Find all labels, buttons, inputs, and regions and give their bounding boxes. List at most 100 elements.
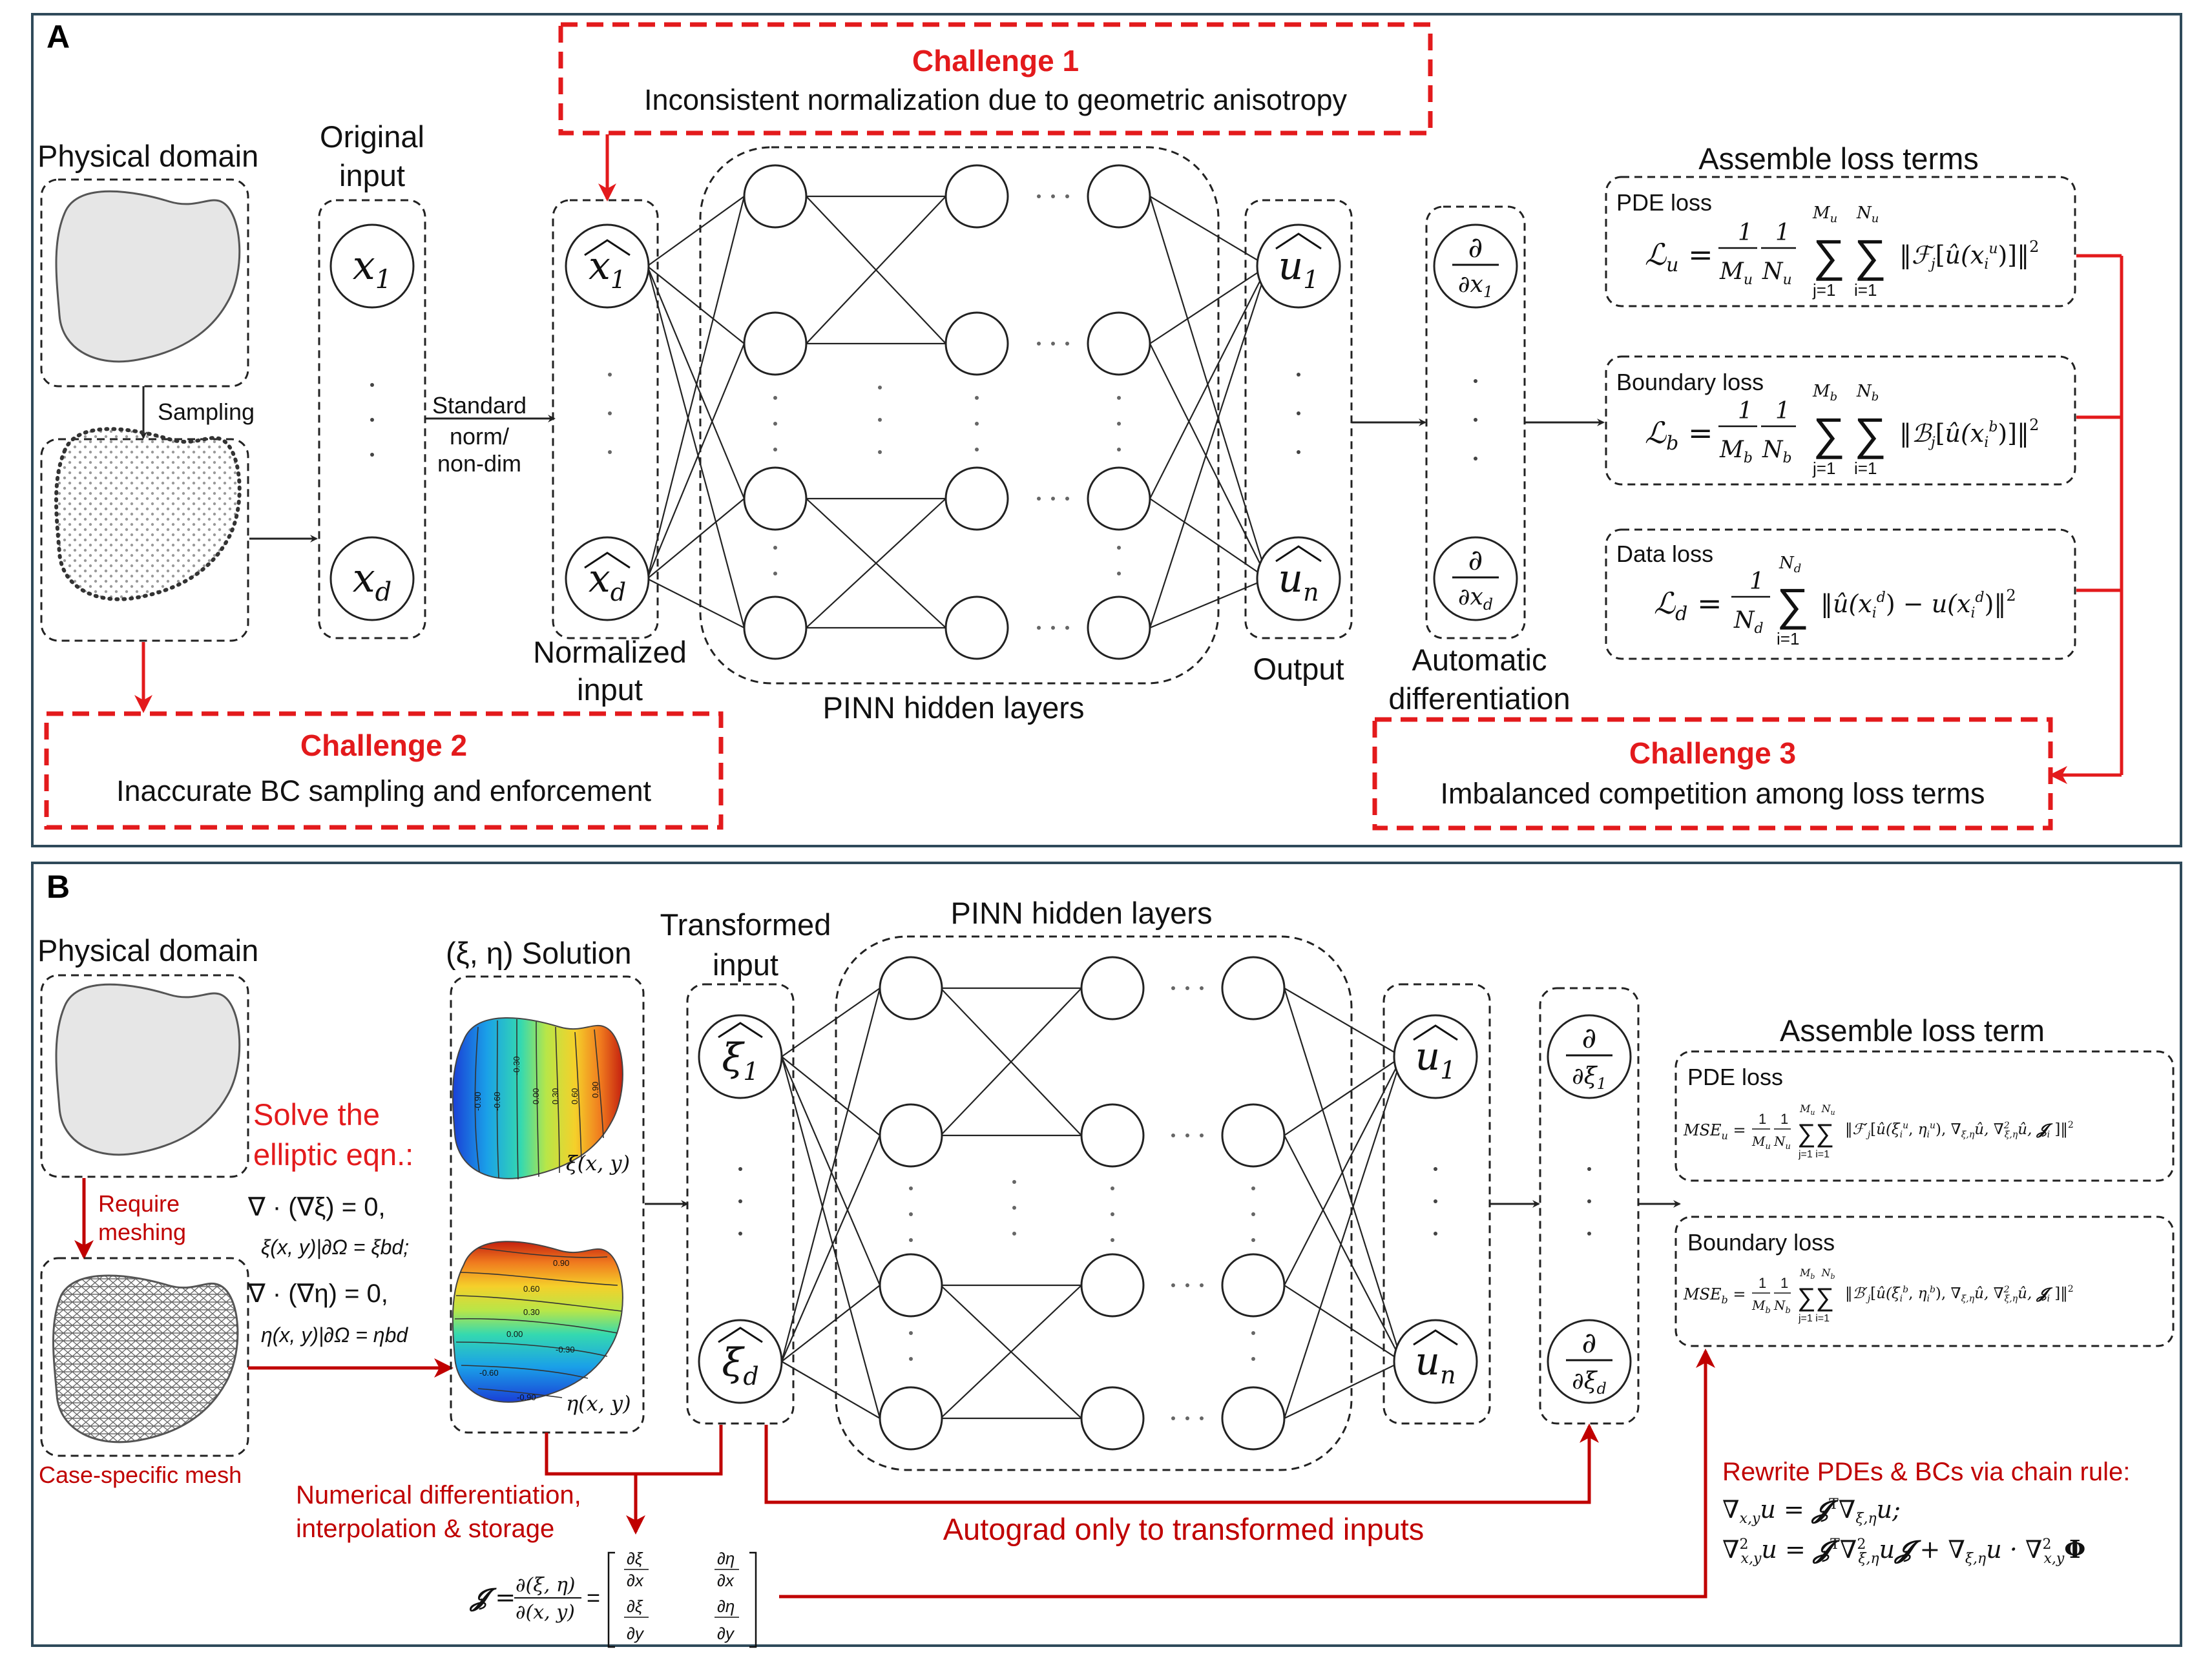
svg-text:∂: ∂ [1582,1022,1597,1055]
challenge-1-box [558,22,1433,136]
case-specific-mesh-label: Case-specific mesh [39,1462,242,1488]
boundary-loss-label-a: Boundary loss [1616,369,1764,395]
svg-text:∑: ∑ [1777,579,1809,630]
hidden-layers-label-a: PINN hidden layers [823,690,1085,725]
svg-text:Mu: Mu [1719,258,1753,288]
svg-text:∂x: ∂x [627,1571,644,1590]
svg-text:∂y: ∂y [717,1624,735,1643]
xi-contour-label-4: 0.30 [550,1088,560,1104]
pinn-hidden-layers-box-b [835,935,1353,1471]
mesh-domain [53,1276,238,1442]
svg-text:MSEb =: MSEb = [1683,1285,1746,1306]
hidden-ellipsis-b [909,986,1255,1420]
transformed-input-label-1: Transformed [660,907,831,942]
challenge-2-box [44,711,724,830]
transformed-input-label-2: input [713,947,778,982]
physical-domain-shape-b [55,983,241,1156]
svg-text:∑: ∑ [1813,231,1845,281]
deriv-xd-node: ∂ ∂xd [1433,536,1518,621]
challenge-3-title: Challenge 3 [1629,736,1796,770]
svg-text:i=1: i=1 [1854,459,1877,478]
svg-text:i=1: i=1 [1854,280,1877,300]
svg-text:Mb: Mb [1812,382,1837,404]
svg-text:Mb: Mb [1719,437,1753,466]
network-edges-b [780,987,1403,1420]
svg-text:1: 1 [1780,1275,1788,1291]
svg-text:∂(ξ, η): ∂(ξ, η) [516,1574,576,1597]
svg-text:ℒb =: ℒb = [1645,415,1713,455]
panel-a-label: A [47,19,70,55]
physical-domain-label-a: Physical domain [37,139,258,173]
solve-label-1: Solve the [253,1097,380,1132]
eta-contour-label-1: 0.60 [523,1284,539,1294]
output-u1-node: u1 [1256,223,1341,309]
svg-text:1: 1 [1738,398,1753,424]
panel-b: B Physical domain Require meshing Case-s… [31,862,2182,1648]
eta-contour-label-2: 0.30 [523,1307,539,1317]
assemble-loss-label-a: Assemble loss terms [1698,141,1979,176]
eta-contour-label-3: 0.00 [506,1329,523,1339]
eta-contour-label-0: 0.90 [553,1258,569,1268]
svg-text:xd: xd [353,554,392,607]
svg-text:∂ξ: ∂ξ [627,1597,643,1616]
svg-text:1: 1 [1780,1111,1788,1127]
panel-a: A Challenge 1 Inconsistent normalization… [31,13,2182,847]
svg-text:MSEu =: MSEu = [1683,1121,1746,1142]
svg-text:∑: ∑ [1813,409,1845,459]
svg-text:j=1 i=1: j=1 i=1 [1798,1149,1830,1160]
original-input-x1-node: x1 [329,223,415,309]
svg-text:∂η: ∂η [717,1597,735,1616]
svg-text:Nb: Nb [1856,382,1879,404]
svg-text:1: 1 [1749,568,1764,595]
pinn-hidden-layers-box-a [699,146,1220,685]
output-label: Output [1253,652,1344,686]
physical-domain-label-b: Physical domain [37,933,258,968]
physical-domain-shape-a [55,190,241,363]
svg-text:j=1: j=1 [1812,280,1835,300]
svg-text:ξ1: ξ1 [722,1035,758,1086]
svg-text:ℒu =: ℒu = [1645,237,1713,276]
svg-text:∂: ∂ [1468,544,1483,577]
svg-text:∇x,yu = 𝓙T∇ξ,ηu;: ∇x,yu = 𝓙T∇ξ,ηu; [1722,1495,1901,1527]
xi-contour-label-1: -0.60 [492,1092,502,1111]
boundary-loss-label-b: Boundary loss [1687,1229,1835,1256]
eta-contour-label-6: -0.90 [517,1392,536,1402]
assemble-loss-label-b: Assemble loss term [1780,1013,2045,1048]
svg-text:∂η: ∂η [717,1549,735,1568]
svg-text:Mb: Mb [1751,1298,1771,1316]
svg-text:‖ℬj[û(xib)]‖2: ‖ℬj[û(xib)]‖2 [1899,416,2039,451]
standard-norm-label-3: non-dim [437,450,521,477]
svg-text:∂ξ: ∂ξ [627,1549,643,1568]
solve-label-2: elliptic eqn.: [253,1137,413,1172]
svg-text:∂: ∂ [1582,1327,1597,1360]
normalized-input-label-2: input [577,672,643,707]
xi-contour-label-2: -0.30 [512,1056,521,1075]
hidden-nodes-b [879,956,1286,1451]
panel-b-label: B [47,869,70,905]
svg-text:Nb: Nb [1762,437,1792,466]
svg-text:∂(x, y): ∂(x, y) [516,1601,575,1624]
svg-text:j=1 i=1: j=1 i=1 [1798,1313,1830,1324]
autodiff-label-1: Automatic [1412,643,1547,677]
boundary-loss-box-a: Boundary loss ℒb = 1 Mb 1 Nb ∑ Mb j=1 ∑ … [1605,355,2076,486]
require-meshing-label-1: Require [98,1190,180,1217]
xi-label: ξ(x, y) [566,1151,630,1175]
numdiff-label-2: interpolation & storage [296,1515,554,1543]
svg-text:∂y: ∂y [627,1624,645,1643]
pde-loss-box-a: PDE loss ℒu = 1 Mu 1 Nu ∑ Mu j=1 ∑ Nu i=… [1605,176,2076,307]
xi-contour-label-3: 0.00 [531,1088,541,1104]
eq-xi-laplace: ∇ · (∇ξ) = 0, [247,1193,386,1221]
svg-text:∂: ∂ [1468,231,1483,264]
svg-text:𝓙 =: 𝓙 = [469,1582,516,1612]
eta-contour-label-5: -0.60 [479,1368,499,1378]
original-input-label-2: input [339,158,405,192]
pde-loss-label-a: PDE loss [1616,189,1712,216]
eta-label: η(x, y) [566,1391,631,1416]
eta-contour-label-4: -0.30 [556,1345,575,1354]
svg-text:Mu: Mu [1751,1133,1771,1152]
require-meshing-label-2: meshing [98,1219,186,1245]
